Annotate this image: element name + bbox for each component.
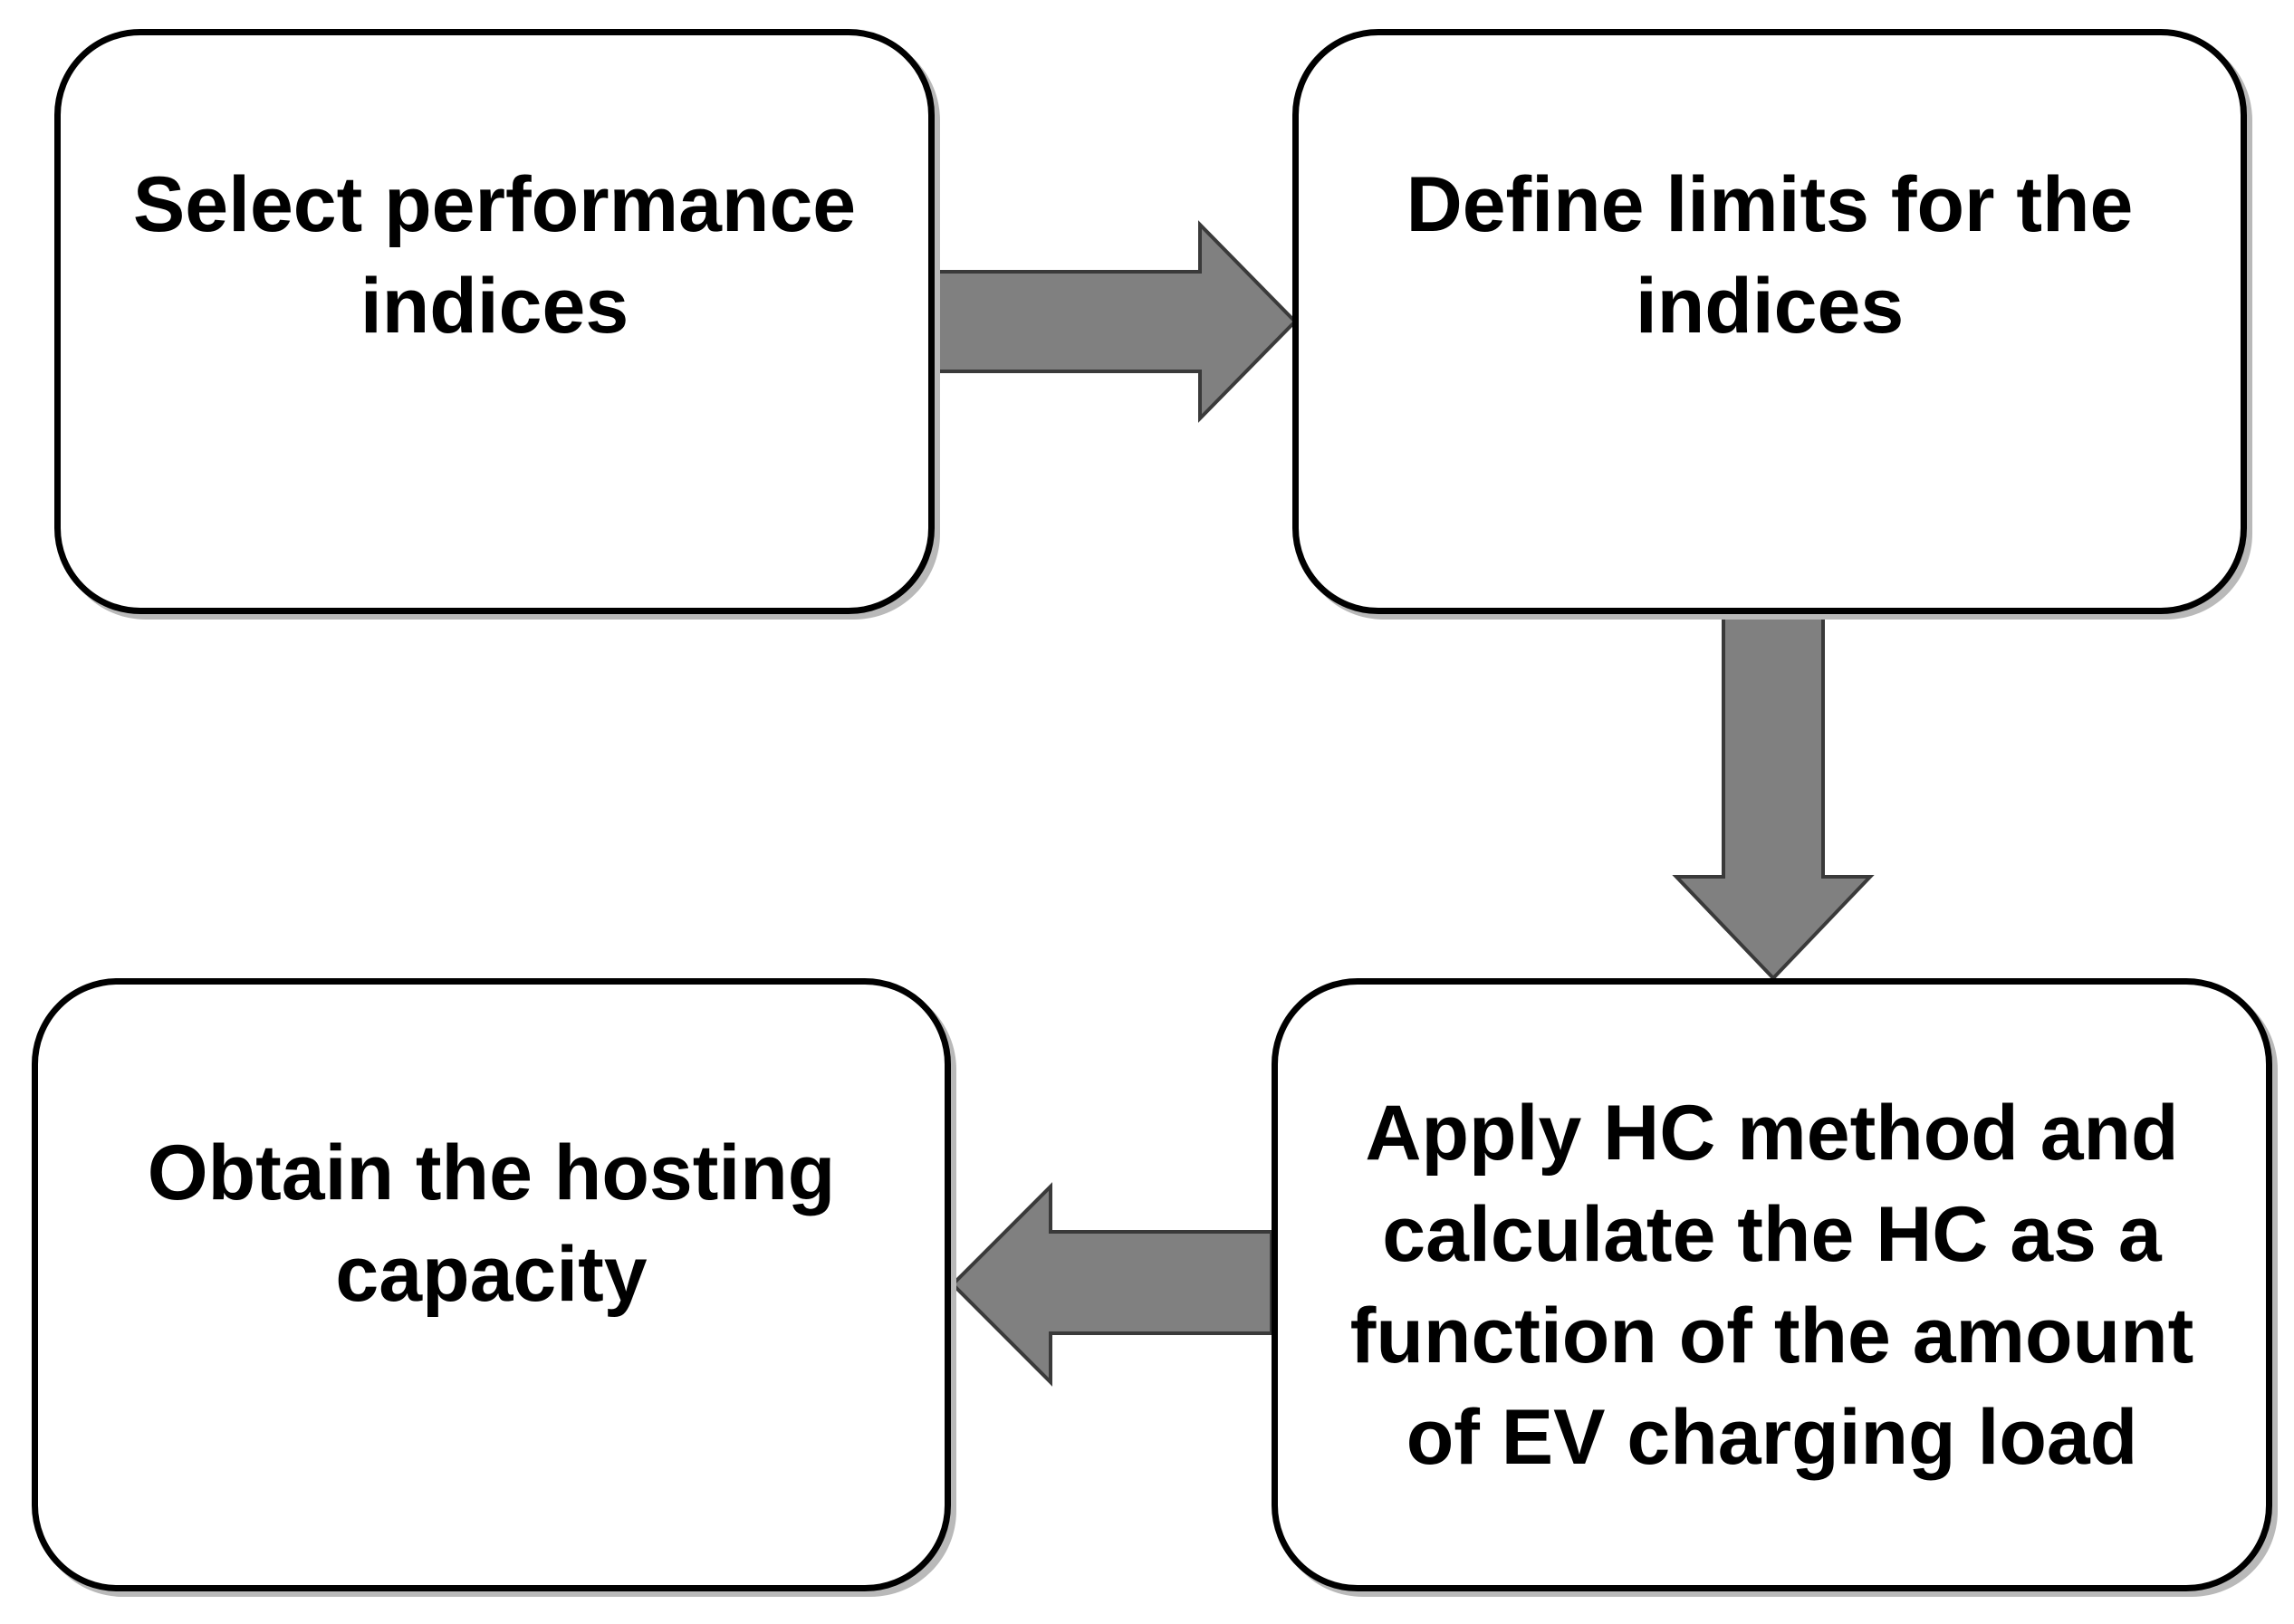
- step-box-select-performance-indices: Select performance indices: [54, 29, 935, 614]
- step-box-obtain-hosting-capacity: Obtain the hosting capacity: [32, 978, 951, 1591]
- arrow-step2-to-step3: [1672, 612, 1875, 981]
- step-label: Apply HC method and calculate the HC as …: [1349, 1089, 2194, 1481]
- step-label: Define limits for the indices: [1406, 161, 2134, 350]
- step-label: Select performance indices: [132, 161, 857, 350]
- step-label: Obtain the hosting capacity: [147, 1129, 836, 1318]
- step-box-define-limits: Define limits for the indices: [1292, 29, 2247, 614]
- step-box-apply-hc-method: Apply HC method and calculate the HC as …: [1272, 978, 2272, 1591]
- arrow-step3-to-step4: [950, 1182, 1273, 1387]
- arrow-step1-to-step2: [933, 220, 1298, 423]
